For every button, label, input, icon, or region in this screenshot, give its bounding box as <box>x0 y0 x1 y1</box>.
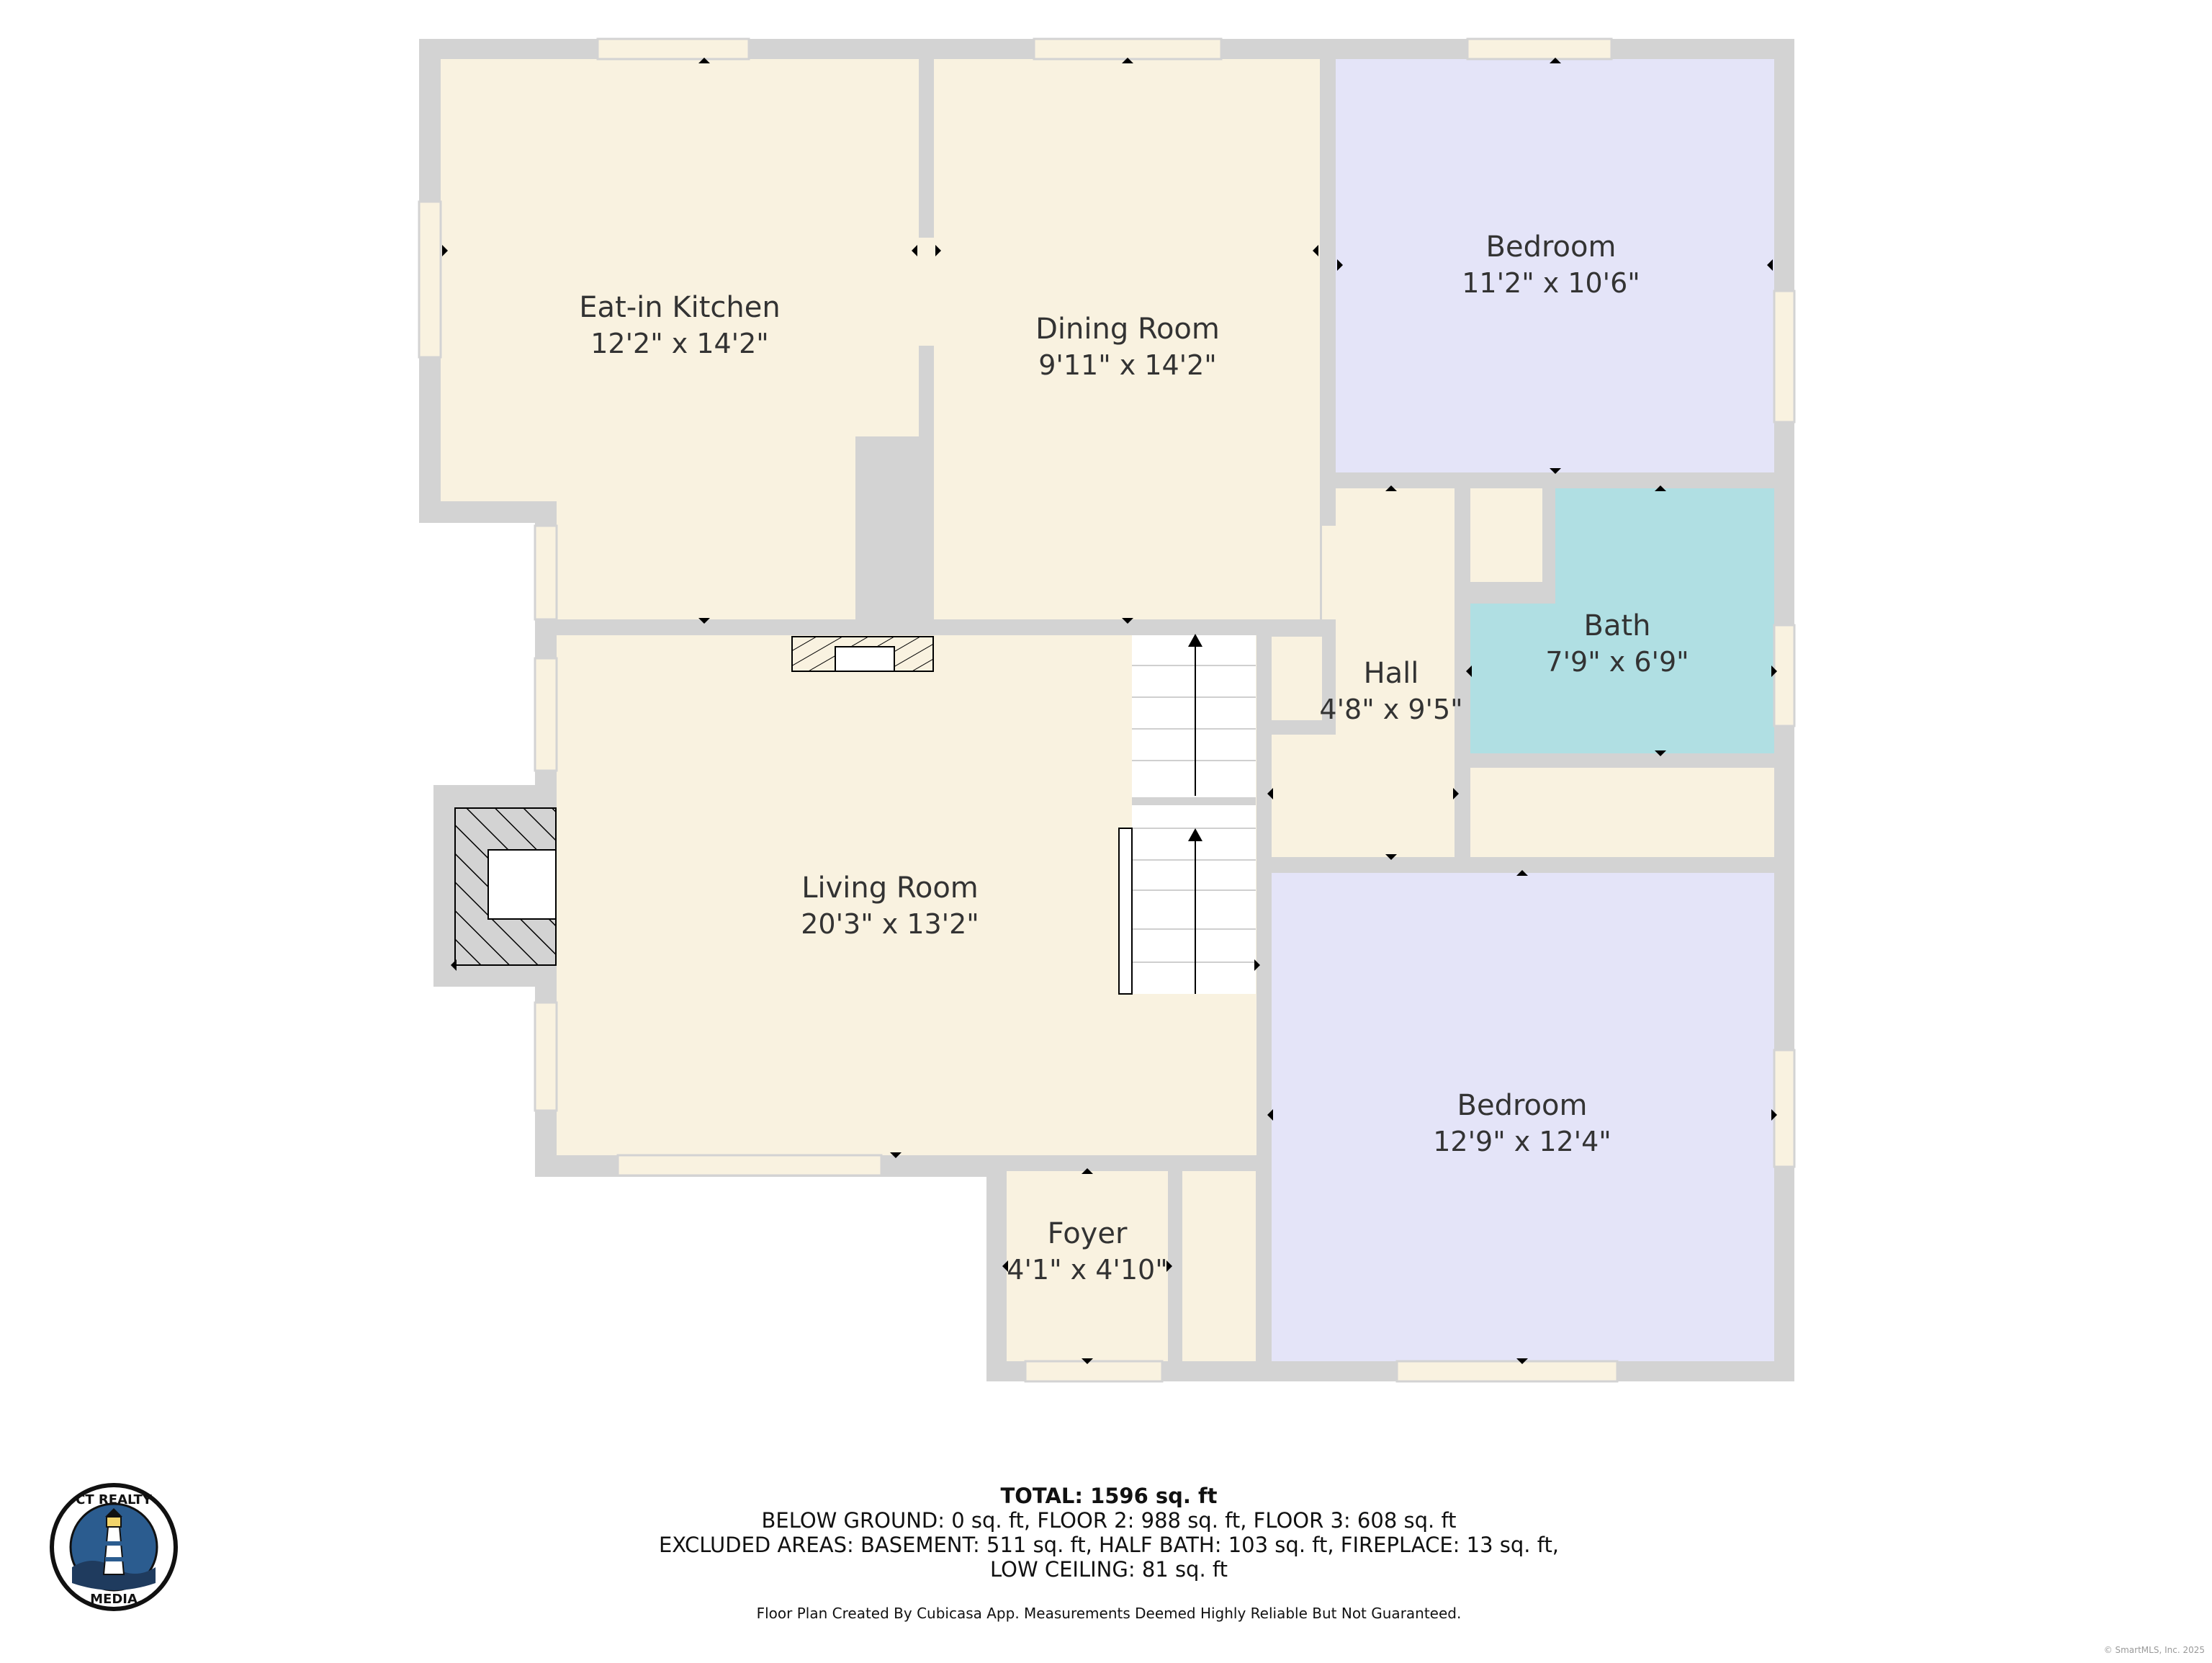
bedroom-1-dims: 11'2" x 10'6" <box>1462 267 1640 299</box>
door-opening <box>534 524 558 621</box>
total-area: TOTAL: 1596 sq. ft <box>1000 1484 1218 1508</box>
door-opening <box>1322 526 1336 619</box>
windows <box>418 37 1796 1383</box>
kitchen-label: Eat-in Kitchen <box>579 291 780 324</box>
window <box>534 657 558 772</box>
measurement-markers <box>442 58 1777 1364</box>
excluded-areas-cont: LOW CEILING: 81 sq. ft <box>990 1557 1228 1582</box>
bedroom-2-dims: 12'9" x 12'4" <box>1433 1126 1611 1157</box>
window <box>534 1001 558 1112</box>
window <box>596 37 750 60</box>
window <box>1024 1360 1164 1383</box>
hall-closet-floor <box>1272 637 1322 720</box>
foyer-closet-floor <box>1182 1171 1256 1361</box>
dining-room-floor <box>934 59 1320 619</box>
hall-label: Hall <box>1364 657 1419 690</box>
door-opening <box>919 238 934 346</box>
ct-realty-media-logo: CT REALTY MEDIA <box>49 1482 179 1612</box>
bedroom-1-label: Bedroom <box>1486 230 1617 264</box>
floor-breakdown: BELOW GROUND: 0 sq. ft, FLOOR 2: 988 sq.… <box>761 1508 1457 1533</box>
window <box>616 1154 883 1177</box>
window <box>418 200 442 359</box>
bedroom-2-floor <box>1272 873 1774 1361</box>
copyright: © SmartMLS, Inc. 2025 <box>2103 1645 2205 1655</box>
bedroom-1-floor <box>1336 59 1774 472</box>
linen-closet-floor <box>1470 768 1774 857</box>
lighthouse-icon: CT REALTY MEDIA <box>50 1483 178 1611</box>
dining-room-label: Dining Room <box>1035 313 1220 346</box>
hall-dims: 4'8" x 9'5" <box>1319 694 1462 725</box>
window <box>1466 37 1613 60</box>
dining-room-dims: 9'11" x 14'2" <box>1038 349 1217 381</box>
bath-label: Bath <box>1584 609 1651 642</box>
window <box>1773 290 1796 423</box>
kitchen-dims: 12'2" x 14'2" <box>590 328 769 359</box>
stair-area-floor <box>1132 635 1256 994</box>
bath-floor <box>1470 488 1774 753</box>
window <box>1773 624 1796 727</box>
window <box>1773 1049 1796 1168</box>
foyer-floor <box>1007 1171 1168 1361</box>
foyer-label: Foyer <box>1048 1217 1128 1250</box>
fireplace-insert <box>487 849 557 920</box>
foyer-dims: 4'1" x 4'10" <box>1007 1254 1167 1286</box>
chimney-box <box>835 646 895 672</box>
logo-bottom-text: MEDIA <box>90 1592 138 1607</box>
living-room-label: Living Room <box>801 871 979 905</box>
disclaimer: Floor Plan Created By Cubicasa App. Meas… <box>756 1605 1462 1622</box>
window <box>1033 37 1223 60</box>
logo-top-text: CT REALTY <box>76 1492 153 1507</box>
excluded-areas: EXCLUDED AREAS: BASEMENT: 511 sq. ft, HA… <box>658 1533 1560 1557</box>
room-labels: Eat-in Kitchen 12'2" x 14'2" Dining Room… <box>579 230 1689 1286</box>
hall-floor <box>1272 488 1455 857</box>
room-fills <box>441 59 1774 1361</box>
window <box>1395 1360 1619 1383</box>
area-summary: TOTAL: 1596 sq. ft BELOW GROUND: 0 sq. f… <box>576 1484 1642 1582</box>
bedroom-2-label: Bedroom <box>1457 1089 1588 1122</box>
bath-dims: 7'9" x 6'9" <box>1545 646 1689 678</box>
kitchen-floor <box>441 59 919 619</box>
staircase <box>1118 634 1256 995</box>
closet-1-floor <box>1470 488 1542 582</box>
living-room-dims: 20'3" x 13'2" <box>801 908 979 940</box>
